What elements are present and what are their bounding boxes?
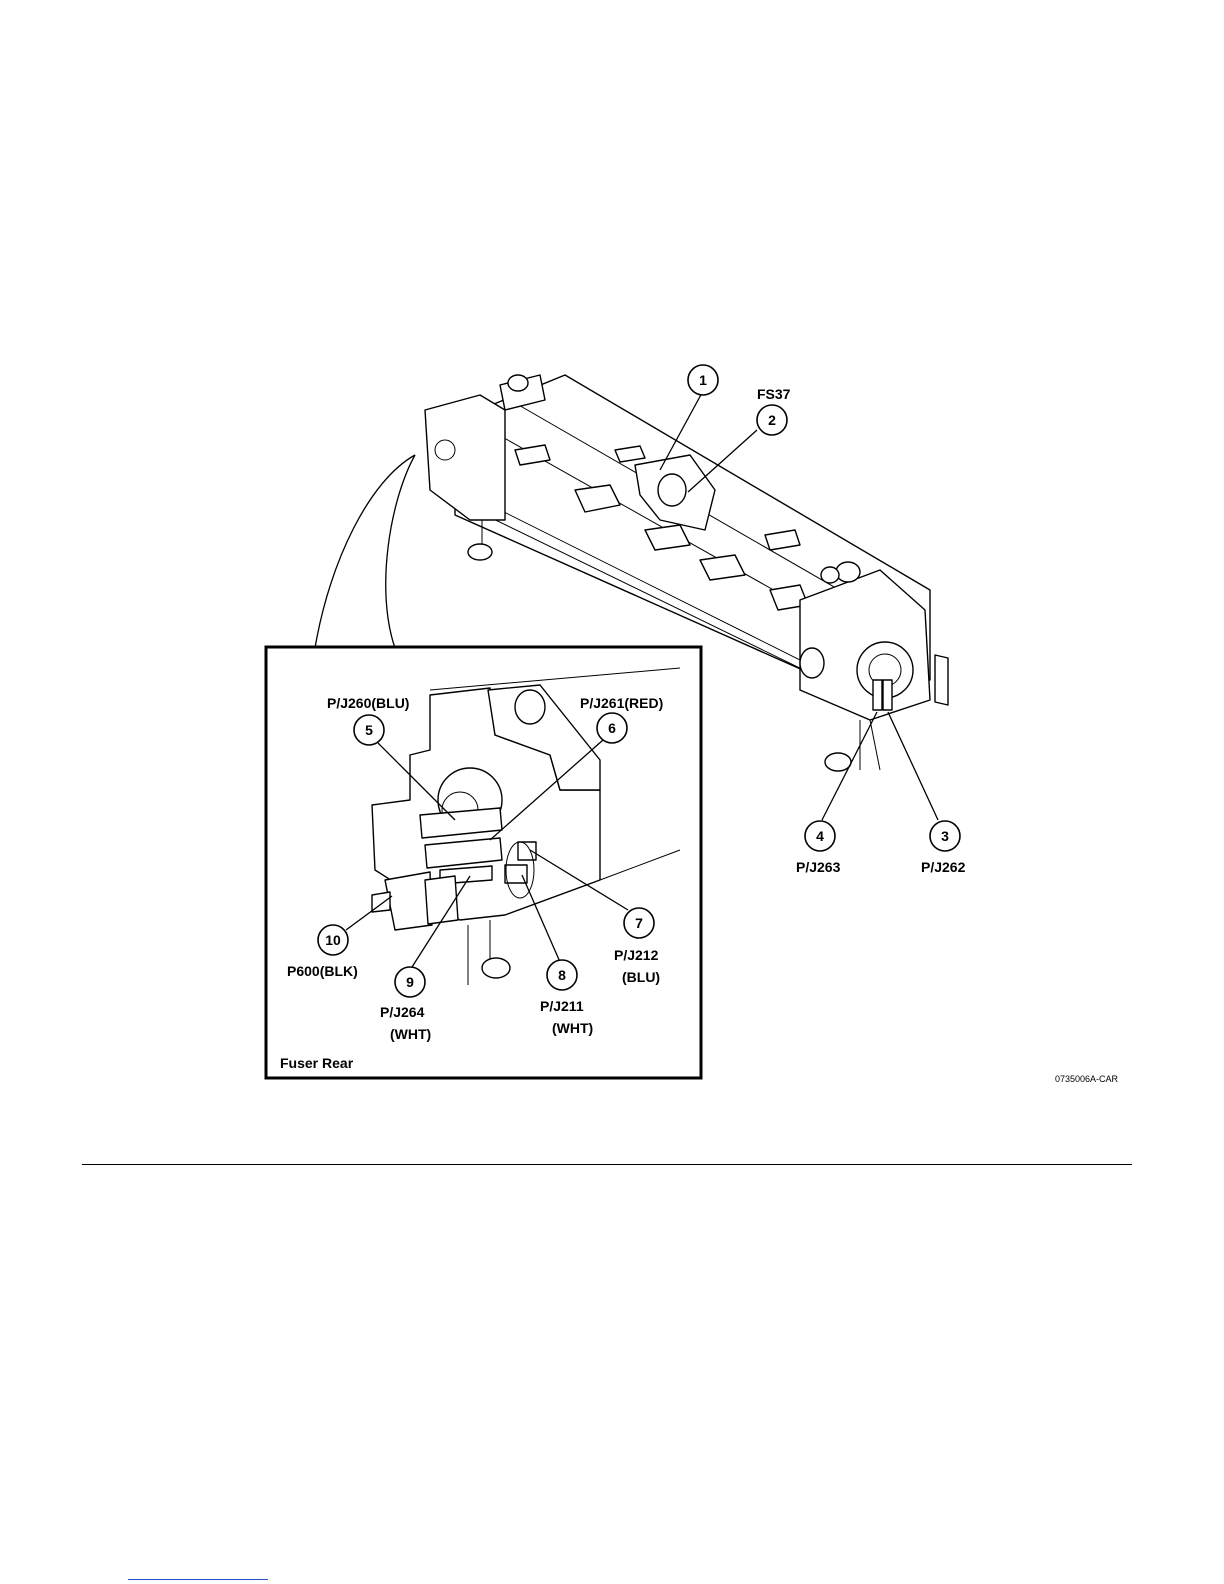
callout-4: 4 P/J263 xyxy=(796,821,841,875)
inset-title: Fuser Rear xyxy=(280,1055,354,1071)
connector-color-pj264: (WHT) xyxy=(390,1026,431,1042)
callout-number: 4 xyxy=(816,828,824,844)
sensor-label-fs37: FS37 xyxy=(757,386,791,402)
connector-label-pj263: P/J263 xyxy=(796,859,841,875)
connector-label-pj211: P/J211 xyxy=(540,998,584,1014)
callout-2: FS37 2 xyxy=(757,386,791,435)
callout-number: 3 xyxy=(941,828,949,844)
callout-number: 1 xyxy=(699,372,707,388)
connector-label-p600: P600(BLK) xyxy=(287,963,358,979)
connector-label-pj264: P/J264 xyxy=(380,1004,425,1020)
callout-3: 3 P/J262 xyxy=(921,821,966,875)
connector-label-pj212: P/J212 xyxy=(614,947,659,963)
connector-color-pj211: (WHT) xyxy=(552,1020,593,1036)
callout-number: 2 xyxy=(768,412,776,428)
callout-number: 10 xyxy=(325,932,341,948)
callout-number: 5 xyxy=(365,722,373,738)
callout-number: 8 xyxy=(558,967,566,983)
connector-label-pj262: P/J262 xyxy=(921,859,966,875)
callout-number: 6 xyxy=(608,720,616,736)
callout-number: 9 xyxy=(406,974,414,990)
callout-number: 7 xyxy=(635,915,643,931)
connector-label-pj260: P/J260(BLU) xyxy=(327,695,409,711)
connector-label-pj261: P/J261(RED) xyxy=(580,695,663,711)
figure-id-code: 0735006A-CAR xyxy=(1055,1074,1119,1084)
callout-1: 1 xyxy=(688,365,718,395)
connector-color-pj212: (BLU) xyxy=(622,969,660,985)
